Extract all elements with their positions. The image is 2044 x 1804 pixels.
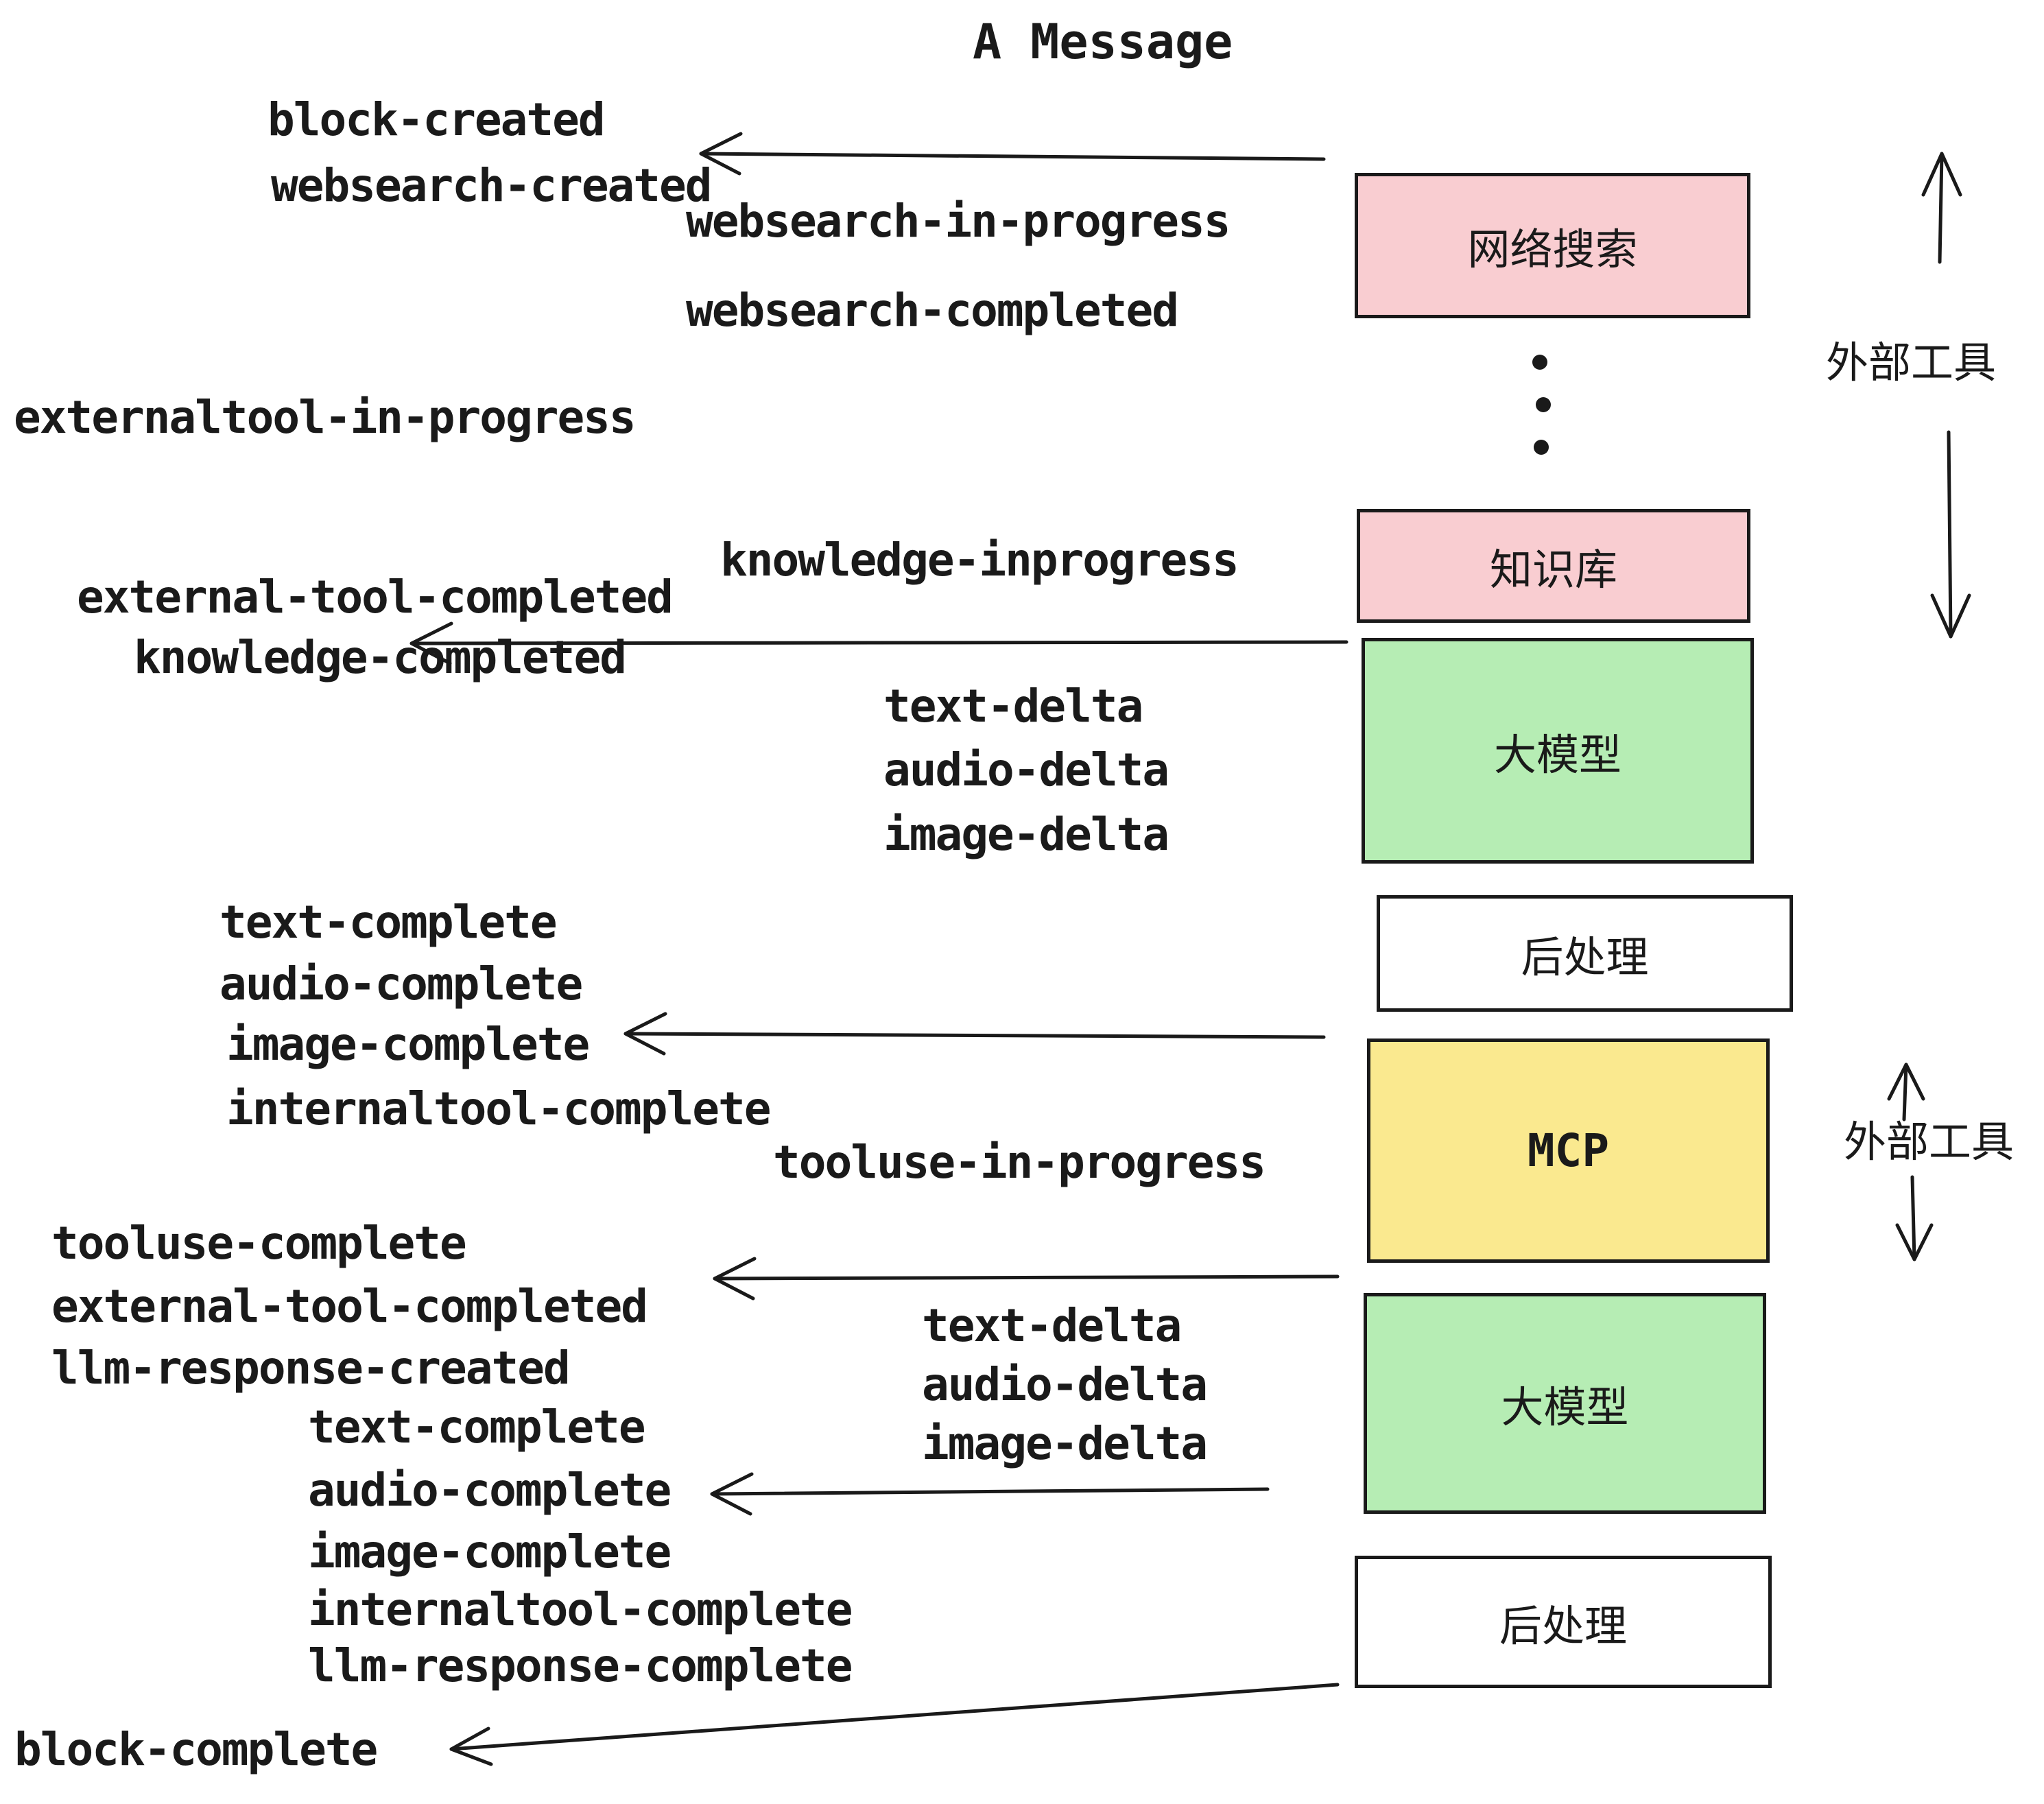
event-knowledge-inprogress: knowledge-inprogress: [720, 534, 1239, 586]
arrow-llm-complete: [710, 1472, 1270, 1516]
event-image-delta-1: image-delta: [883, 808, 1169, 861]
box-web-search: 网络搜索: [1355, 173, 1750, 318]
external-tool-top-label: 外部工具: [1826, 337, 1997, 388]
event-websearch-completed: websearch-completed: [686, 284, 1179, 337]
box-post-process-2: 后处理: [1355, 1556, 1772, 1688]
event-text-complete-1: text-complete: [219, 896, 558, 949]
diagram-title: A Message: [973, 14, 1233, 70]
event-externaltool-in-progress: externaltool-in-progress: [14, 391, 637, 444]
box-knowledge-base-label: 知识库: [1489, 545, 1617, 595]
box-knowledge-base: 知识库: [1357, 509, 1750, 623]
event-tooluse-in-progress: tooluse-in-progress: [773, 1136, 1266, 1189]
event-text-complete-2: text-complete: [308, 1401, 646, 1453]
box-llm-1: 大模型: [1362, 638, 1754, 864]
arrow-websearch-created: [699, 132, 1326, 176]
event-llm-response-complete: llm-response-complete: [308, 1639, 853, 1692]
event-audio-delta-1: audio-delta: [883, 744, 1169, 796]
event-external-tool-completed-1: external-tool-completed: [77, 571, 674, 624]
event-audio-complete-1: audio-complete: [219, 958, 583, 1010]
event-internaltool-complete-1: internaltool-complete: [226, 1082, 771, 1135]
event-block-created: block-created: [268, 93, 606, 146]
box-mcp: MCP: [1367, 1039, 1770, 1263]
arrow-block-complete: [449, 1683, 1340, 1766]
event-knowledge-completed: knowledge-completed: [134, 631, 627, 684]
event-image-delta-2: image-delta: [922, 1417, 1208, 1470]
ellipsis-dots-icon: [1532, 355, 1551, 455]
event-websearch-created: websearch-created: [271, 159, 713, 212]
event-image-complete-2: image-complete: [308, 1526, 672, 1578]
box-llm-2-label: 大模型: [1501, 1382, 1629, 1432]
box-post-process-1-label: 后处理: [1521, 932, 1649, 982]
event-audio-delta-2: audio-delta: [922, 1358, 1208, 1411]
event-tooluse-complete: tooluse-complete: [51, 1217, 467, 1270]
event-llm-response-created: llm-response-created: [51, 1342, 571, 1394]
box-post-process-1: 后处理: [1377, 895, 1793, 1012]
external-tool-mid-label: 外部工具: [1844, 1117, 2015, 1167]
box-llm-1-label: 大模型: [1493, 729, 1621, 780]
arrow-tooluse-complete: [713, 1257, 1340, 1301]
event-audio-complete-2: audio-complete: [308, 1464, 672, 1517]
event-internaltool-complete-2: internaltool-complete: [308, 1583, 853, 1636]
external-tool-top-double-arrow: [1921, 152, 1971, 639]
event-image-complete-1: image-complete: [226, 1018, 590, 1071]
box-mcp-label: MCP: [1527, 1124, 1610, 1177]
event-external-tool-completed-2: external-tool-completed: [51, 1280, 648, 1333]
event-websearch-in-progress: websearch-in-progress: [686, 195, 1231, 248]
arrow-internal-complete: [623, 1012, 1326, 1056]
event-block-complete: block-complete: [14, 1723, 378, 1776]
event-text-delta-1: text-delta: [883, 680, 1143, 733]
box-llm-2: 大模型: [1364, 1293, 1766, 1514]
event-text-delta-2: text-delta: [922, 1299, 1182, 1352]
box-post-process-2-label: 后处理: [1499, 1600, 1627, 1651]
box-web-search-label: 网络搜索: [1467, 224, 1638, 274]
